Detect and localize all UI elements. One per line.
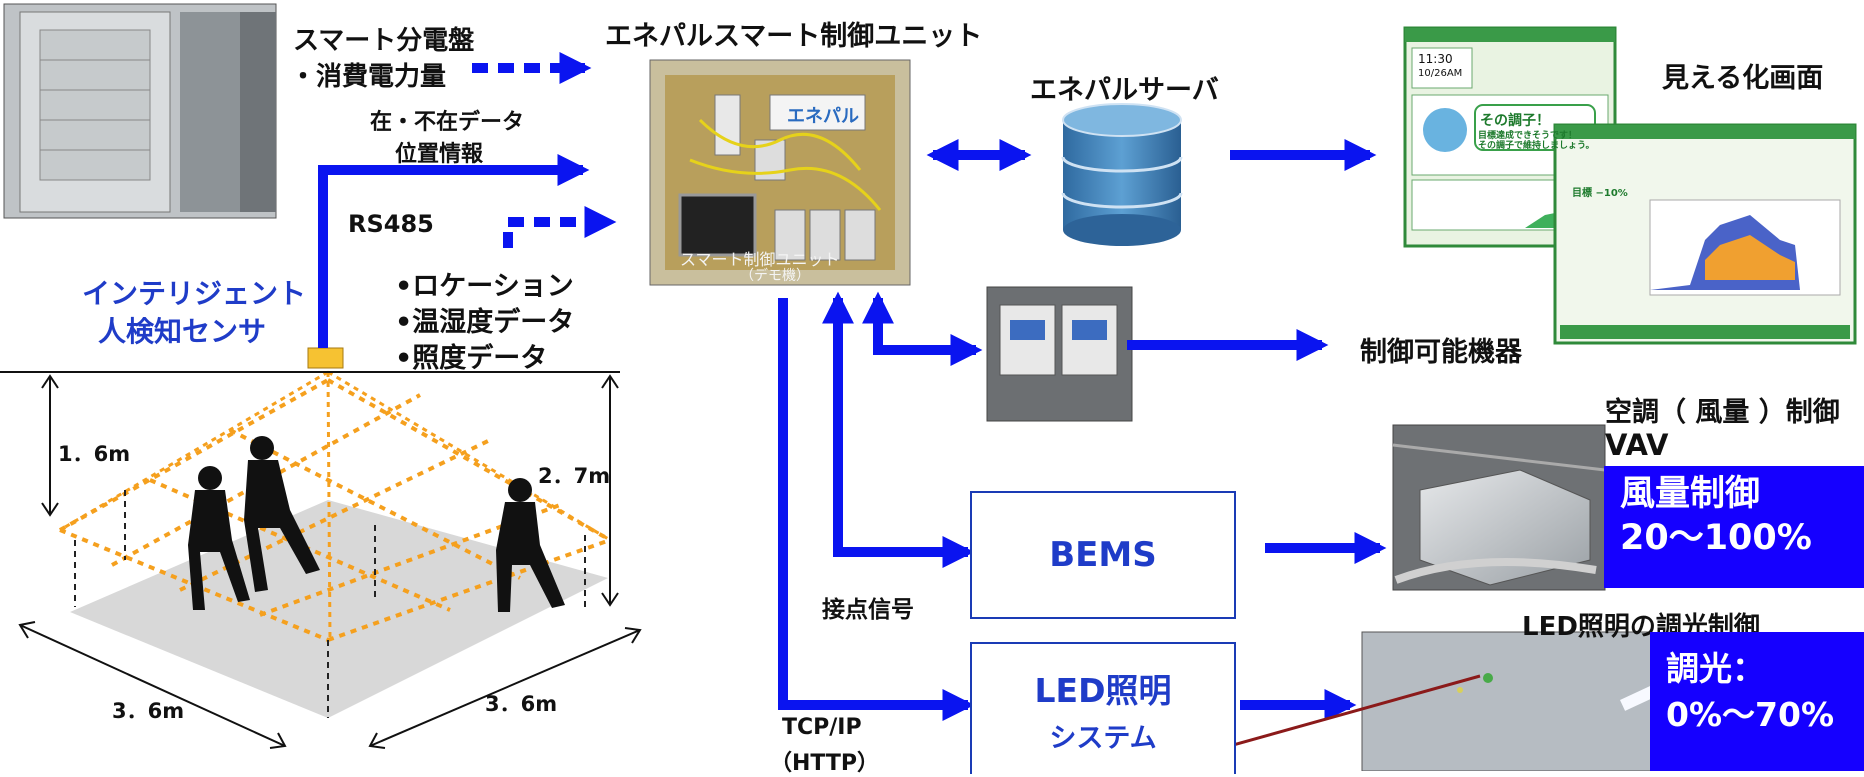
visual-screen-label: 見える化画面 [1662, 63, 1824, 94]
people-silhouettes [188, 436, 565, 612]
control-unit-photo [649, 59, 911, 286]
screen-message-body1: 目標達成できそうです！ [1478, 131, 1578, 141]
presence-data-label: 在・不在データ [370, 110, 525, 135]
controllable-device-label: 制御可能機器 [1360, 337, 1522, 368]
data-temp-label: •温湿度データ [395, 307, 575, 338]
height-1-6-label: 1．6m [58, 442, 131, 466]
sensor-label-line1: インテリジェント [82, 277, 307, 310]
floor-plan [0, 347, 642, 749]
sensor-device [307, 347, 344, 369]
screen-message-body2: その調子で維持しましょう。 [1478, 141, 1595, 151]
bems-box: BEMS [970, 491, 1236, 619]
sensor-label-line2: 人検知センサ [98, 315, 267, 348]
led-ceiling-photo [1361, 631, 1689, 771]
height-2-7-label: 2．7m [538, 464, 611, 488]
dimming-panel: 調光： 0%～70% [1650, 632, 1864, 771]
data-location-label: •ロケーション [395, 271, 574, 302]
width-left-label: 3．6m [112, 699, 185, 723]
dimming-range: 0%～70% [1666, 695, 1835, 734]
screen-date: 10/26AM [1418, 68, 1463, 79]
vav-photo [1392, 424, 1606, 591]
led-system-label-2: システム [1049, 722, 1157, 754]
http-label: （HTTP） [770, 751, 880, 776]
airflow-panel: 風量制御 20～100% [1604, 466, 1864, 588]
tcpip-label: TCP/IP [782, 715, 862, 740]
aircon-subtitle: VAV [1605, 428, 1669, 462]
visualization-screens [1403, 26, 1857, 345]
width-right-label: 3．6m [485, 692, 558, 716]
control-unit-title: エネパルスマート制御ユニット [605, 21, 983, 52]
controllable-device-photo [986, 286, 1133, 422]
contact-signal-label: 接点信号 [822, 597, 914, 623]
smart-panel-subtitle: ・消費電力量 [290, 62, 447, 92]
airflow-label: 風量制御 [1620, 474, 1761, 514]
bems-label: BEMS [1049, 535, 1157, 575]
smart-panel-photo [3, 3, 277, 219]
unit-photo-caption: スマート制御ユニット [680, 250, 840, 269]
unit-photo-logo: エネパル [787, 106, 859, 127]
server-cylinder [1061, 103, 1183, 246]
led-system-label-1: LED照明 [1034, 670, 1172, 710]
screen-badge: 目標 −10% [1572, 188, 1628, 199]
dimming-label: 調光： [1666, 649, 1765, 688]
screen-message-title: その調子！ [1480, 113, 1550, 129]
screen-time: 11:30 [1418, 52, 1453, 66]
smart-panel-title: スマート分電盤 [293, 26, 475, 56]
arrows [318, 51, 1387, 722]
unit-photo-caption-2: （デモ機） [740, 268, 810, 284]
data-illum-label: •照度データ [395, 343, 548, 374]
airflow-range: 20～100% [1620, 518, 1812, 558]
server-label: エネパルサーバ [1030, 75, 1219, 106]
rs485-label: RS485 [348, 210, 434, 238]
aircon-title: 空調（ 風量 ）制御 [1605, 397, 1840, 428]
position-info-label: 位置情報 [395, 142, 484, 167]
led-system-box: LED照明 システム [970, 642, 1236, 774]
